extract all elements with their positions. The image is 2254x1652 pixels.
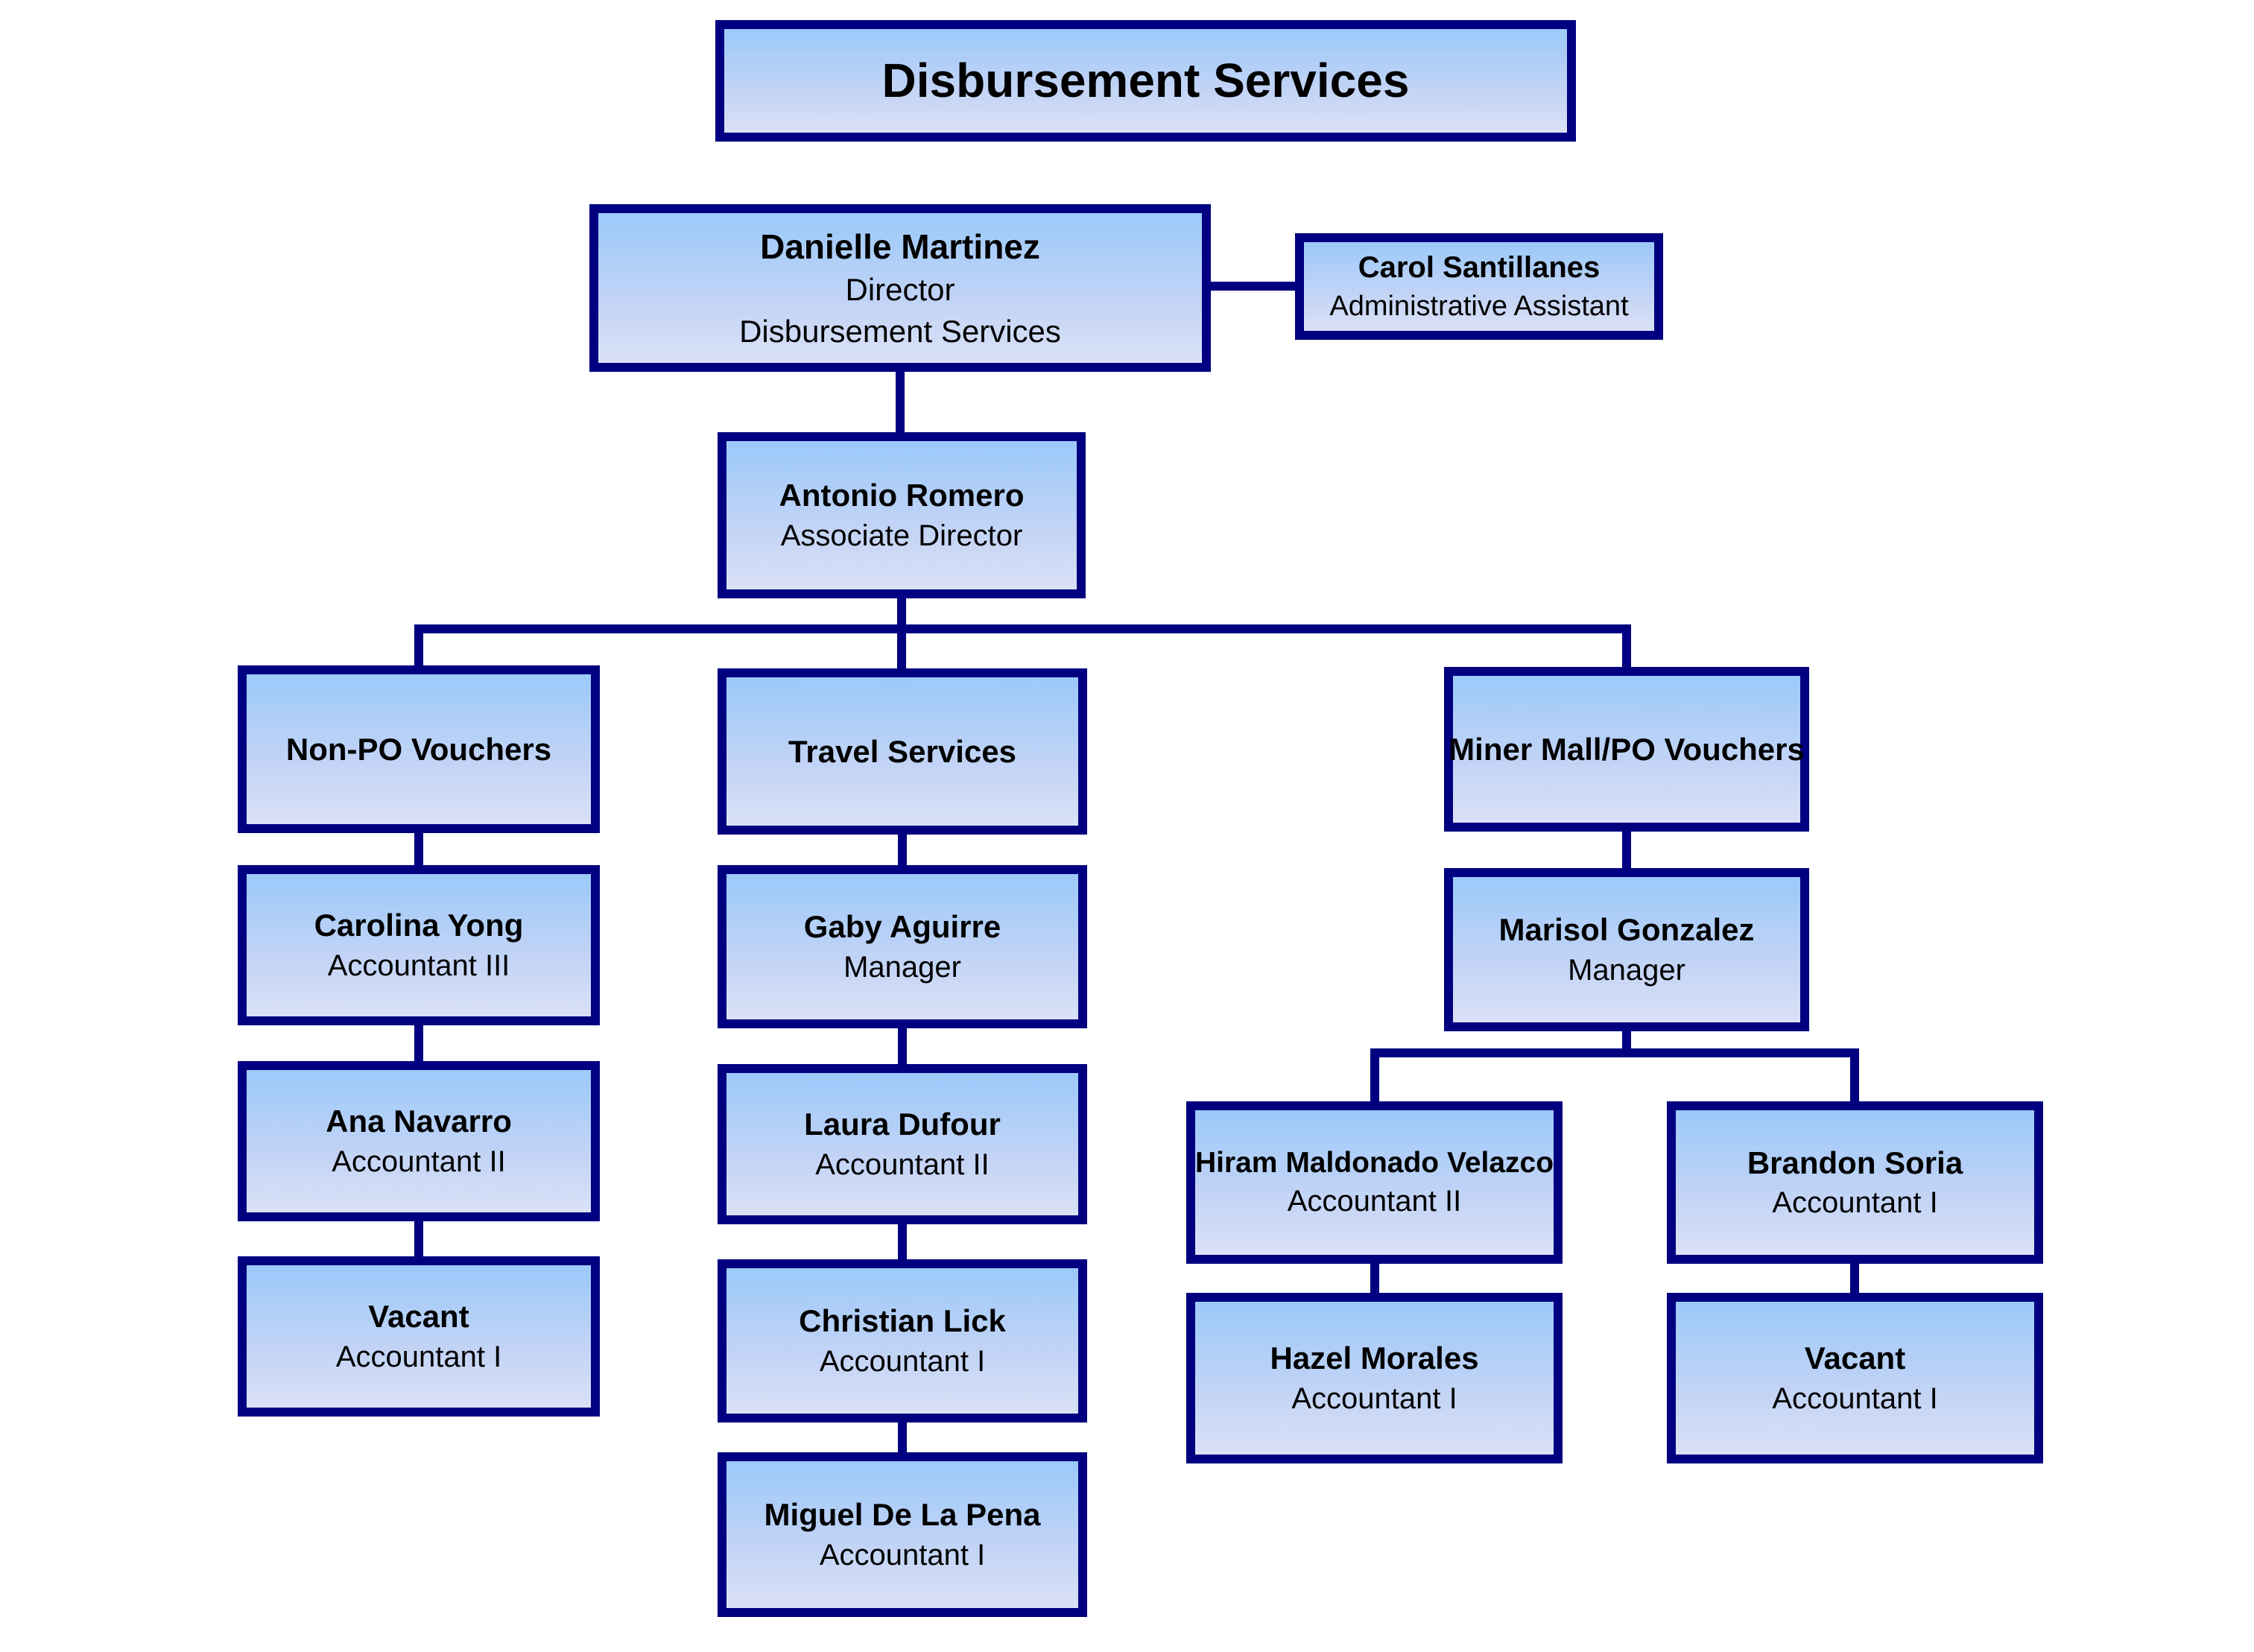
org-node-director: Danielle Martinez Director Disbursement … (589, 204, 1211, 372)
person-title: Manager (1568, 953, 1685, 987)
person-title: Administrative Assistant (1329, 290, 1629, 322)
chart-title-text: Disbursement Services (881, 54, 1410, 108)
person-name: Vacant (1804, 1341, 1906, 1376)
org-node-brandon-soria: Brandon Soria Accountant I (1667, 1101, 2043, 1264)
person-name: Vacant (368, 1299, 469, 1335)
org-node-associate-director: Antonio Romero Associate Director (718, 432, 1086, 598)
person-title: Accountant I (1772, 1186, 1938, 1220)
person-title: Accountant I (1291, 1382, 1457, 1415)
connector-carolina-to-ana (414, 1025, 423, 1061)
org-node-vacant-miner-mall: Vacant Accountant I (1667, 1293, 2043, 1463)
person-title: Accountant I (819, 1344, 986, 1378)
person-name: Marisol Gonzalez (1498, 912, 1755, 948)
person-name: Laura Dufour (804, 1107, 1001, 1142)
person-title: Accountant II (332, 1145, 506, 1178)
connector-branch-to-non-po (414, 624, 423, 665)
connector-gaby-to-laura (898, 1028, 907, 1064)
person-title: Accountant II (815, 1148, 990, 1181)
org-node-laura-dufour: Laura Dufour Accountant II (718, 1064, 1087, 1224)
org-node-christian-lick: Christian Lick Accountant I (718, 1259, 1087, 1422)
org-node-gaby-aguirre: Gaby Aguirre Manager (718, 865, 1087, 1028)
department-label: Non-PO Vouchers (285, 731, 552, 767)
department-label: Miner Mall/PO Vouchers (1449, 731, 1805, 767)
connector-branch-to-miner-mall (1622, 624, 1631, 667)
person-name: Brandon Soria (1747, 1145, 1963, 1180)
org-node-marisol-gonzalez: Marisol Gonzalez Manager (1444, 868, 1809, 1031)
org-node-chart-title: Disbursement Services (715, 20, 1576, 142)
connector-branch-to-brandon (1850, 1048, 1859, 1101)
person-name: Hazel Morales (1270, 1341, 1479, 1376)
connector-hiram-to-hazel (1370, 1264, 1379, 1293)
person-name: Christian Lick (799, 1303, 1006, 1339)
org-node-dept-miner-mall-po-vouchers: Miner Mall/PO Vouchers (1444, 667, 1809, 832)
org-node-hiram-maldonado-velazco: Hiram Maldonado Velazco Accountant II (1186, 1101, 1563, 1264)
person-name: Carolina Yong (314, 908, 524, 943)
connector-marisol-branch-horizontal (1370, 1048, 1859, 1057)
connector-travel-to-gaby (898, 835, 907, 865)
connector-ana-to-vacant (414, 1221, 423, 1256)
connector-associate-drop (897, 598, 906, 668)
connector-branch-to-hiram (1370, 1048, 1379, 1101)
connector-laura-to-christian (898, 1224, 907, 1259)
person-name: Hiram Maldonado Velazco (1194, 1146, 1554, 1179)
person-title: Associate Director (780, 519, 1023, 552)
org-node-hazel-morales: Hazel Morales Accountant I (1186, 1293, 1563, 1463)
connector-branch-horizontal (414, 624, 1631, 633)
person-subtitle: Disbursement Services (739, 313, 1061, 349)
org-node-dept-non-po-vouchers: Non-PO Vouchers (238, 665, 600, 833)
person-title: Accountant I (1772, 1382, 1938, 1415)
person-name: Miguel De La Pena (764, 1497, 1041, 1533)
org-node-dept-travel-services: Travel Services (718, 668, 1087, 835)
org-node-ana-navarro: Ana Navarro Accountant II (238, 1061, 600, 1221)
connector-non-po-to-carolina (414, 833, 423, 865)
department-label: Travel Services (788, 733, 1016, 769)
person-name: Danielle Martinez (760, 227, 1040, 266)
person-name: Antonio Romero (779, 478, 1025, 513)
person-title: Accountant I (819, 1538, 986, 1572)
connector-miner-mall-to-marisol (1622, 832, 1631, 868)
person-name: Carol Santillanes (1358, 251, 1601, 285)
connector-director-to-associate (896, 372, 905, 435)
person-title: Accountant III (327, 949, 510, 982)
person-title: Accountant I (335, 1340, 502, 1373)
person-name: Ana Navarro (326, 1104, 512, 1139)
org-node-miguel-de-la-pena: Miguel De La Pena Accountant I (718, 1452, 1087, 1617)
org-node-admin-assistant: Carol Santillanes Administrative Assista… (1295, 233, 1663, 340)
connector-director-to-admin (1211, 282, 1295, 291)
connector-christian-to-miguel (898, 1422, 907, 1452)
connector-brandon-to-vacant (1850, 1264, 1859, 1293)
person-name: Gaby Aguirre (803, 909, 1001, 945)
person-title: Manager (843, 950, 961, 984)
org-node-carolina-yong: Carolina Yong Accountant III (238, 865, 600, 1025)
person-title: Director (845, 272, 955, 308)
person-title: Accountant II (1287, 1185, 1462, 1218)
org-node-vacant-non-po: Vacant Accountant I (238, 1256, 600, 1417)
